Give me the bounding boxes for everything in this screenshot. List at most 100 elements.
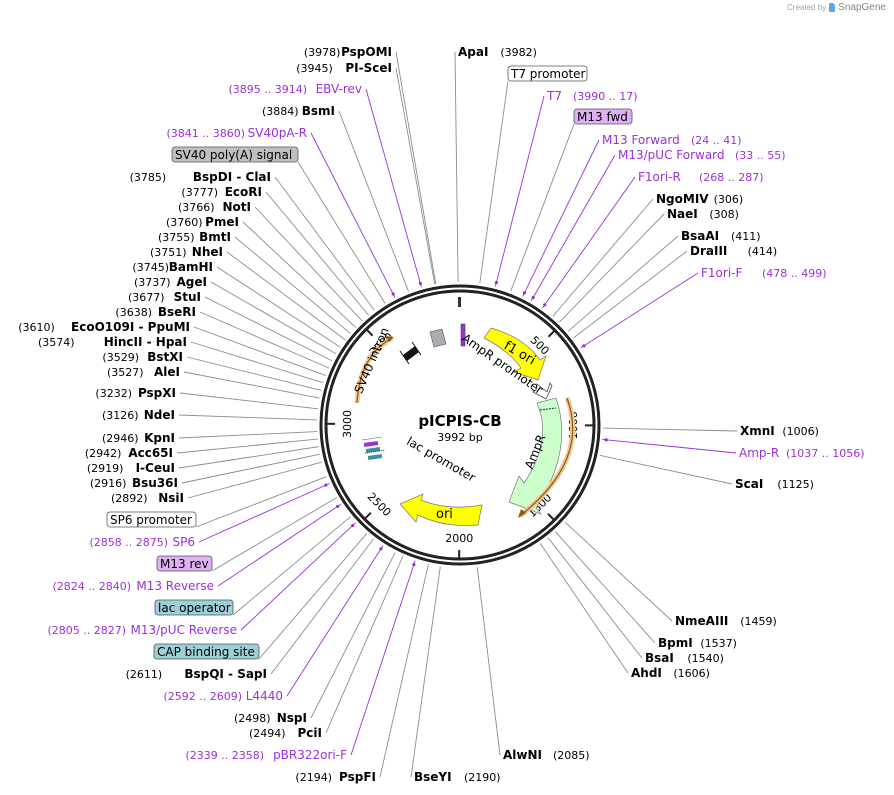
- enzyme-label-hincii-hpai[interactable]: HincII - HpaI(3574): [38, 335, 187, 349]
- primer-label-sp6[interactable]: SP6(2858 .. 2875): [89, 535, 195, 549]
- enzyme-label-bamhi[interactable]: BamHI(3745): [132, 260, 213, 274]
- label-name: M13 Reverse: [136, 579, 214, 593]
- enzyme-label-pspxi[interactable]: PspXI(3232): [95, 386, 176, 400]
- label-position: (2946): [102, 432, 139, 445]
- label-position: (3610): [18, 321, 55, 334]
- enzyme-label-nspi[interactable]: NspI(2498): [234, 711, 307, 725]
- enzyme-label-acc65i[interactable]: Acc65I (2942): [85, 446, 173, 460]
- label-position: (2942): [85, 447, 122, 460]
- enzyme-label-bspdi-clai[interactable]: BspDI - ClaI(3785): [130, 170, 271, 184]
- enzyme-label-bsai[interactable]: BsaI(1540): [645, 651, 724, 665]
- enzyme-label-nmeaiii[interactable]: NmeAIII(1459): [675, 614, 777, 628]
- primer-label-l4440[interactable]: L4440(2592 .. 2609): [163, 689, 283, 703]
- enzyme-label-bsmi[interactable]: BsmI(3884): [262, 104, 335, 118]
- enzyme-label-alei[interactable]: AleI(3527): [107, 365, 180, 379]
- enzyme-label-draiii[interactable]: DraIII(414): [690, 244, 777, 258]
- label-name: PI-SceI: [345, 61, 392, 75]
- enzyme-label-pmei[interactable]: PmeI(3760): [166, 215, 239, 229]
- feature-label-lac-operator[interactable]: lac operator: [154, 599, 234, 616]
- feature-sv40-intron-marker: [399, 341, 422, 365]
- enzyme-label-kpni[interactable]: KpnI(2946): [102, 431, 175, 445]
- label-name: M13 Forward: [602, 133, 680, 147]
- label-name: XmnI: [740, 424, 775, 438]
- label-name: Acc65I: [128, 446, 173, 460]
- enzyme-label-xmni[interactable]: XmnI(1006): [740, 424, 819, 438]
- enzyme-label-apai[interactable]: ApaI(3982): [458, 45, 537, 59]
- enzyme-label-pspfi[interactable]: PspFI(2194): [295, 770, 376, 784]
- enzyme-label-bsaai[interactable]: BsaAI (411): [681, 229, 761, 243]
- label-position: (24 .. 41): [691, 134, 742, 147]
- enzyme-label-ndei[interactable]: NdeI(3126): [102, 408, 175, 422]
- label-name: BstXI: [147, 350, 183, 364]
- annotation-labels: PspOMI(3978) PI-SceI(3945) EBV-rev(3895 ..…: [18, 45, 864, 784]
- label-name: BmtI: [199, 230, 231, 244]
- feature-sv40-orf-arrow: [354, 335, 394, 404]
- label-name: BamHI: [169, 260, 213, 274]
- feature-label-cap-binding-site[interactable]: CAP binding site: [153, 643, 260, 660]
- label-position: (2085): [553, 749, 590, 762]
- primer-label-m13-forward[interactable]: M13 Forward (24 .. 41): [602, 133, 742, 147]
- label-position: (1537): [700, 637, 737, 650]
- enzyme-label-bseri[interactable]: BseRI(3638): [115, 305, 196, 319]
- enzyme-label-ecori[interactable]: EcoRI(3777): [181, 185, 262, 199]
- label-name: I-CeuI: [136, 461, 175, 475]
- enzyme-label-i-ceui[interactable]: I-CeuI(2919): [87, 461, 175, 475]
- feature-ampr-promoter-small: [458, 297, 466, 347]
- label-name: SV40pA-R: [248, 126, 307, 140]
- primer-label-m13-puc-forward[interactable]: M13/pUC Forward(33 .. 55): [618, 148, 786, 162]
- leader-lines: [176, 51, 738, 778]
- enzyme-label-scai[interactable]: ScaI(1125): [735, 477, 814, 491]
- label-position: (3638): [115, 306, 152, 319]
- feature-ampr-promoter-arrow[interactable]: [532, 382, 553, 400]
- primer-label-pbr322ori-f[interactable]: pBR322ori-F(2339 .. 2358): [185, 748, 347, 762]
- label-name: BsaAI: [681, 229, 719, 243]
- enzyme-label-bspqi-sapi[interactable]: BspQI - SapI(2611): [126, 667, 267, 681]
- enzyme-label-nhei[interactable]: NheI(3751): [150, 245, 223, 259]
- feature-label-m13-rev[interactable]: M13 rev: [156, 555, 213, 572]
- enzyme-label-bmti[interactable]: BmtI(3755): [158, 230, 231, 244]
- enzyme-label-bseyi[interactable]: BseYI(2190): [414, 770, 501, 784]
- enzyme-label-ngomiv[interactable]: NgoMIV(306): [656, 192, 743, 206]
- primer-label-m13-puc-reverse[interactable]: M13/pUC Reverse(2805 .. 2827): [47, 623, 237, 637]
- label-name: L4440: [246, 689, 283, 703]
- enzyme-label-ecoo109i-ppumi[interactable]: EcoO109I - PpuMI(3610): [18, 320, 190, 334]
- label-position: (411): [731, 230, 761, 243]
- enzyme-label-agei[interactable]: AgeI(3737): [134, 275, 207, 289]
- enzyme-label-pspomi[interactable]: PspOMI(3978): [304, 45, 392, 59]
- primer-label-ebv-rev[interactable]: EBV-rev(3895 .. 3914): [228, 82, 362, 96]
- enzyme-label-bsu36i[interactable]: Bsu36I(2916): [90, 476, 178, 490]
- watermark-prefix: Created by: [787, 3, 827, 12]
- primer-label-amp-r[interactable]: Amp-R(1037 .. 1056): [739, 446, 865, 460]
- primer-label-f1ori-r[interactable]: F1ori-R(268 .. 287): [638, 170, 764, 184]
- label-position: (2916): [90, 477, 127, 490]
- feature-label-sv40-poly-a-signal[interactable]: SV40 poly(A) signal: [171, 146, 299, 163]
- label-position: (3677): [128, 291, 165, 304]
- primer-label-m13-reverse[interactable]: M13 Reverse (2824 .. 2840): [52, 579, 214, 593]
- enzyme-label-nsii[interactable]: NsiI(2892): [111, 491, 184, 505]
- enzyme-label-bstxi[interactable]: BstXI(3529): [102, 350, 183, 364]
- primer-label-f1ori-f[interactable]: F1ori-F(478 .. 499): [701, 266, 827, 280]
- feature-ori[interactable]: ori: [399, 493, 483, 526]
- feature-lac-cluster[interactable]: [361, 436, 386, 460]
- enzyme-label-pcii[interactable]: PciI(2494): [249, 726, 322, 740]
- enzyme-label-naei[interactable]: NaeI(308): [667, 207, 739, 221]
- primer-label-t7[interactable]: T7(3990 .. 17): [546, 89, 638, 103]
- enzyme-label-pi-scei[interactable]: PI-SceI(3945): [296, 61, 392, 75]
- enzyme-label-bpmi[interactable]: BpmI(1537): [658, 636, 737, 650]
- label-name: PspFI: [339, 770, 376, 784]
- primer-label-sv40pa-r[interactable]: SV40pA-R(3841 .. 3860): [166, 126, 307, 140]
- feature-label-sp6-promoter[interactable]: SP6 promoter: [106, 511, 197, 528]
- box-label-text: M13 rev: [160, 557, 209, 571]
- box-label-text: SV40 poly(A) signal: [175, 148, 292, 162]
- enzyme-label-stui[interactable]: StuI(3677): [128, 290, 201, 304]
- label-name: NmeAIII: [675, 614, 728, 628]
- label-position: (2824 .. 2840): [52, 580, 131, 593]
- label-position: (1540): [687, 652, 724, 665]
- feature-label-m13-fwd[interactable]: M13 fwd: [573, 108, 633, 125]
- enzyme-label-ahdi[interactable]: AhdI(1606): [631, 666, 710, 680]
- plasmid-length: 3992 bp: [437, 431, 482, 444]
- enzyme-label-noti[interactable]: NotI(3766): [178, 200, 251, 214]
- enzyme-label-alwni[interactable]: AlwNI(2085): [503, 748, 590, 762]
- feature-sv40-polya-box[interactable]: [429, 328, 447, 348]
- feature-label-t7-promoter[interactable]: T7 promoter: [507, 65, 588, 82]
